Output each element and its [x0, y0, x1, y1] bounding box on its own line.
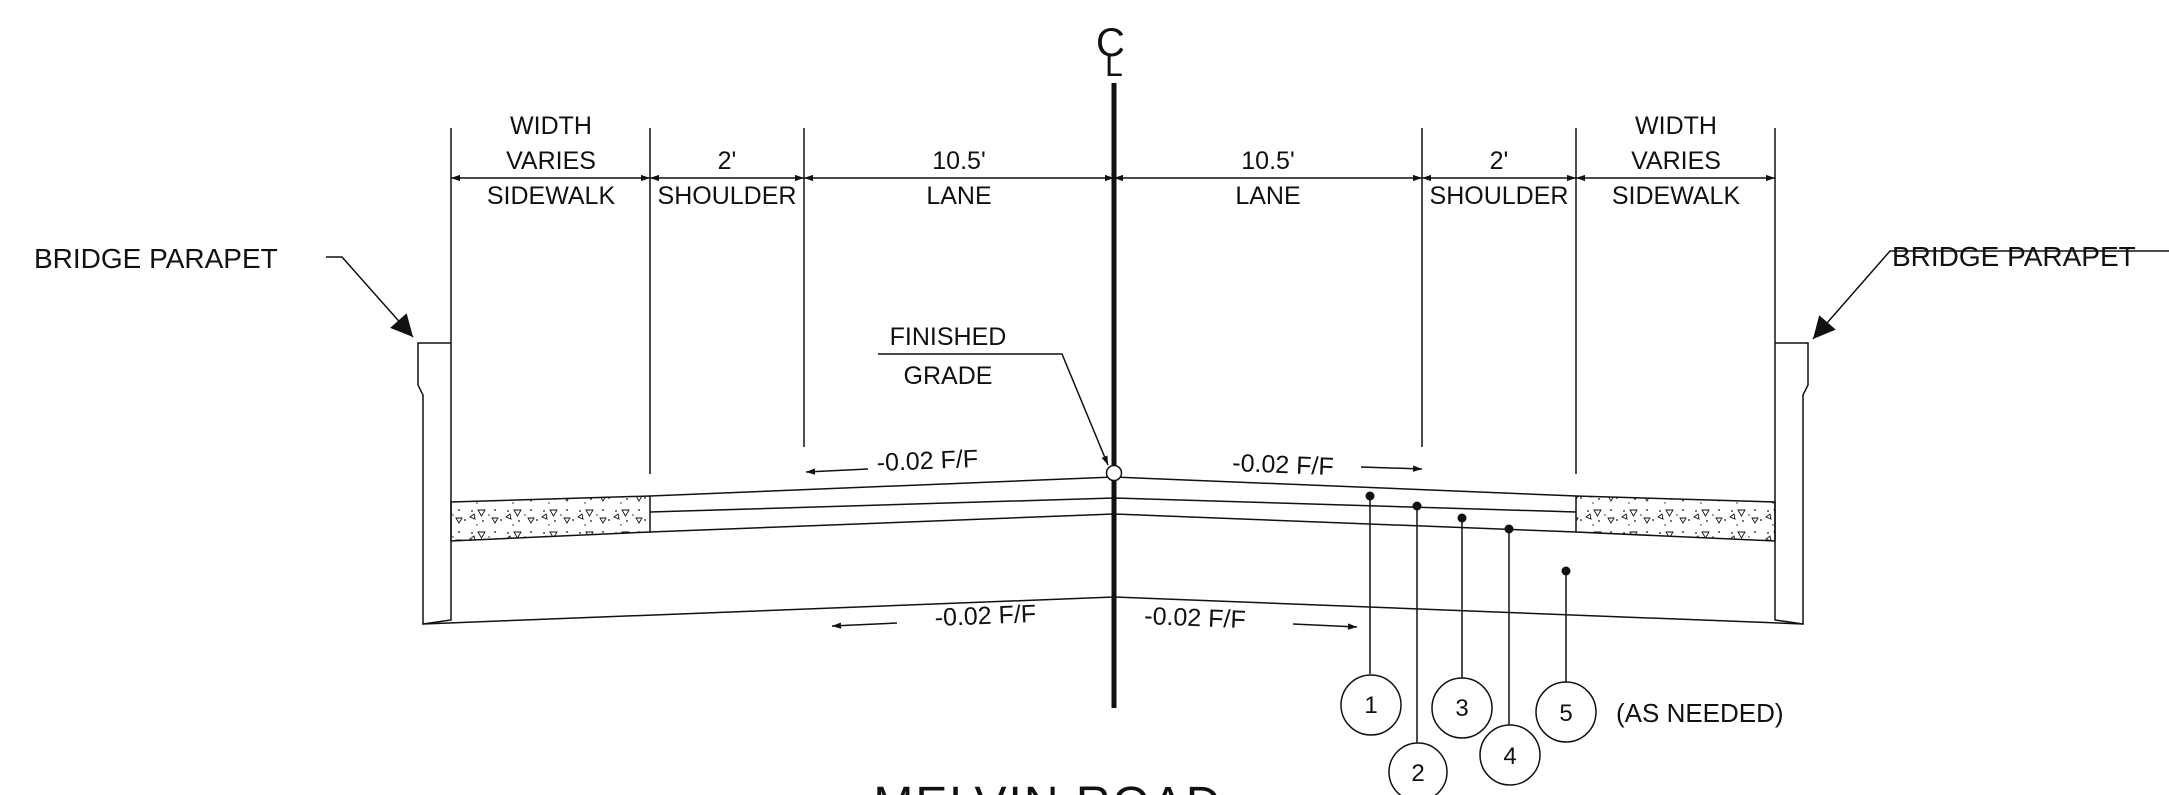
finished-grade-point: [1105, 464, 1123, 482]
left-sidewalk: [450, 495, 651, 542]
bridge-deck-section: [417, 313, 1809, 625]
right-parapet-label: BRIDGE PARAPET: [1892, 241, 2136, 272]
dim-left-sidewalk-line-1: WIDTH: [510, 112, 592, 140]
layer-note: (AS NEEDED): [1616, 698, 1784, 728]
slope-annotations: -0.02 F/F -0.02 F/F -0.02 F/F -0.02 F/F: [805, 445, 1423, 634]
deck-slab-bottom: [422, 596, 1804, 625]
centerline-symbol-l: L: [1105, 47, 1123, 83]
dim-right-shoulder-label: SHOULDER: [1430, 182, 1569, 210]
layer-key-4: 4: [1503, 743, 1516, 770]
slope-top-right: -0.02 F/F: [1232, 449, 1334, 481]
dim-left-sidewalk-line-2: VARIES: [506, 147, 596, 175]
layer-key-leaders: [1365, 491, 1571, 743]
right-parapet: [1774, 313, 1809, 625]
dimension-labels: WIDTH VARIES SIDEWALK 2' SHOULDER 10.5' …: [487, 112, 1741, 210]
left-parapet: [417, 313, 452, 625]
dim-left-lane-label: LANE: [926, 182, 991, 210]
dim-right-sidewalk-line-1: WIDTH: [1635, 112, 1717, 140]
centerline: C L: [1096, 21, 1125, 708]
dim-right-lane-label: LANE: [1235, 182, 1300, 210]
dim-left-lane-width: 10.5': [932, 147, 985, 175]
slope-top-left: -0.02 F/F: [876, 445, 978, 477]
finished-grade-callout: FINISHED GRADE: [878, 323, 1109, 466]
centerline-symbol-c: C: [1096, 21, 1125, 65]
parapet-callouts: BRIDGE PARAPET BRIDGE PARAPET: [34, 241, 2169, 340]
slope-bottom-left: -0.02 F/F: [934, 600, 1036, 632]
dim-right-sidewalk-line-3: SIDEWALK: [1612, 182, 1741, 210]
layer-key-1: 1: [1364, 692, 1377, 719]
finished-grade-label-line-2: GRADE: [904, 362, 993, 390]
dim-left-shoulder-label: SHOULDER: [658, 182, 797, 210]
pavement-layer-line-2: [649, 497, 1577, 513]
layer-key-3: 3: [1455, 695, 1468, 722]
layer-key-2: 2: [1411, 760, 1424, 787]
right-sidewalk: [1575, 495, 1776, 542]
dim-left-shoulder-width: 2': [718, 147, 737, 175]
dim-right-lane-width: 10.5': [1241, 147, 1294, 175]
slope-bottom-right: -0.02 F/F: [1144, 602, 1246, 634]
left-parapet-label: BRIDGE PARAPET: [34, 243, 278, 274]
dim-right-sidewalk-line-2: VARIES: [1631, 147, 1721, 175]
dimension-extension-lines: [450, 128, 1776, 474]
dim-left-sidewalk-line-3: SIDEWALK: [487, 182, 616, 210]
drawing-title: MELVIN ROAD: [873, 778, 1222, 795]
layer-key-5: 5: [1559, 700, 1572, 727]
layer-key-bubbles: 1 2 3 4 5 (AS NEEDED): [1340, 674, 1784, 795]
dim-right-shoulder-width: 2': [1490, 147, 1509, 175]
finished-grade-label-line-1: FINISHED: [890, 323, 1007, 351]
pavement-layer-line-3: [649, 513, 1577, 533]
